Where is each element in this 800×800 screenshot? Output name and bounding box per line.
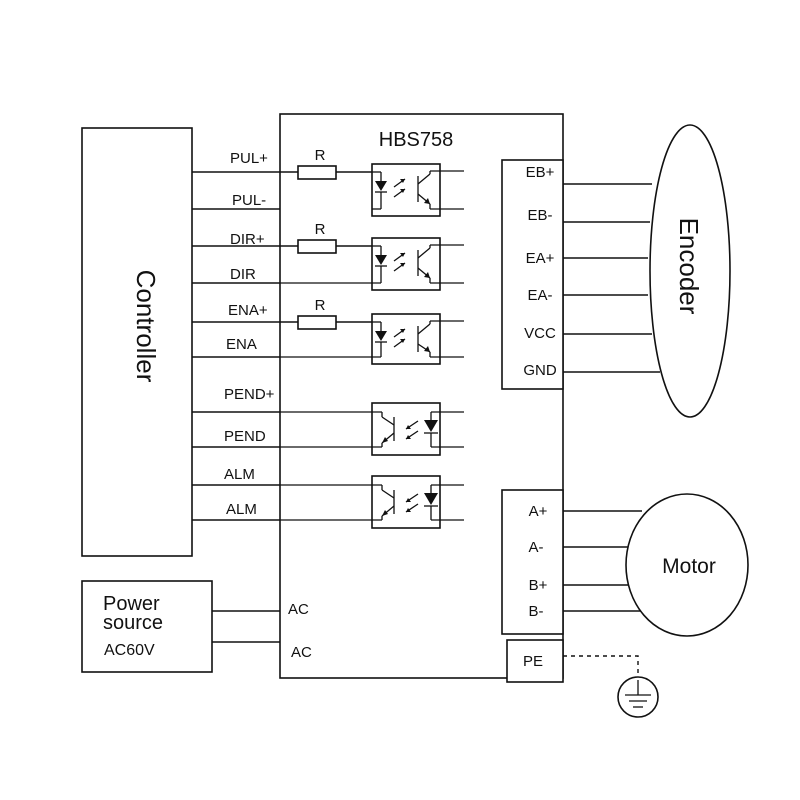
- encoder-pin-vcc: VCC: [524, 325, 556, 342]
- ground-icon: [617, 676, 659, 718]
- encoder-pin-eb-minus: EB-: [527, 207, 552, 224]
- optocoupler-pul: [371, 163, 464, 217]
- optocoupler-dir: [280, 237, 464, 291]
- resistor-pul: R: [297, 147, 372, 180]
- resistor-dir-label: R: [315, 221, 326, 238]
- optocoupler-alm: [280, 475, 464, 529]
- power-label-line2: source: [103, 612, 163, 634]
- motor-pin-a-plus: A+: [529, 503, 548, 520]
- motor-terminal-block: [501, 489, 564, 635]
- resistor-ena-label: R: [315, 297, 326, 314]
- optocoupler-pend: [280, 402, 464, 456]
- encoder-terminal-block: [501, 159, 564, 390]
- pe-terminal: [506, 639, 564, 683]
- power-voltage: AC60V: [104, 642, 155, 659]
- motor-pin-b-minus: B-: [529, 603, 544, 620]
- signal-alm-1: ALM: [224, 466, 255, 483]
- motor-pin-a-minus: A-: [529, 539, 544, 556]
- signal-ena-minus: ENA: [226, 336, 257, 353]
- power-pin-ac-1: AC: [288, 601, 309, 618]
- signal-pend-plus: PEND+: [224, 386, 275, 403]
- encoder-pin-eb-plus: EB+: [526, 164, 555, 181]
- motor-wires: [563, 510, 642, 612]
- motor-pin-b-plus: B+: [529, 577, 548, 594]
- encoder-pin-ea-plus: EA+: [526, 250, 555, 267]
- power-pin-ac-2: AC: [291, 644, 312, 661]
- pe-label: PE: [523, 653, 543, 670]
- controller-label: Controller: [131, 270, 161, 383]
- signal-wires: [192, 171, 298, 521]
- encoder-ellipse: [649, 124, 731, 418]
- power-source-box: [81, 580, 213, 673]
- motor-label: Motor: [662, 555, 716, 578]
- signal-pul-minus: PUL-: [232, 192, 266, 209]
- signal-ena-plus: ENA+: [228, 302, 268, 319]
- optocoupler-ena: [280, 313, 464, 365]
- power-label-line1: Power: [103, 593, 160, 615]
- controller-box: [81, 127, 193, 557]
- encoder-wires: [563, 183, 660, 373]
- resistor-ena: R: [297, 297, 372, 330]
- signal-dir-minus: DIR: [230, 266, 256, 283]
- resistor-pul-label: R: [315, 147, 326, 164]
- driver-title: HBS758: [379, 129, 454, 151]
- resistor-dir: R: [297, 221, 372, 254]
- signal-alm-2: ALM: [226, 501, 257, 518]
- encoder-pin-gnd: GND: [523, 362, 557, 379]
- pe-ground-wire: [563, 655, 639, 677]
- motor-circle: [625, 493, 749, 637]
- encoder-label: Encoder: [674, 218, 704, 315]
- signal-pul-plus: PUL+: [230, 150, 268, 167]
- encoder-pin-ea-minus: EA-: [527, 287, 552, 304]
- signal-pend-minus: PEND: [224, 428, 266, 445]
- signal-dir-plus: DIR+: [230, 231, 265, 248]
